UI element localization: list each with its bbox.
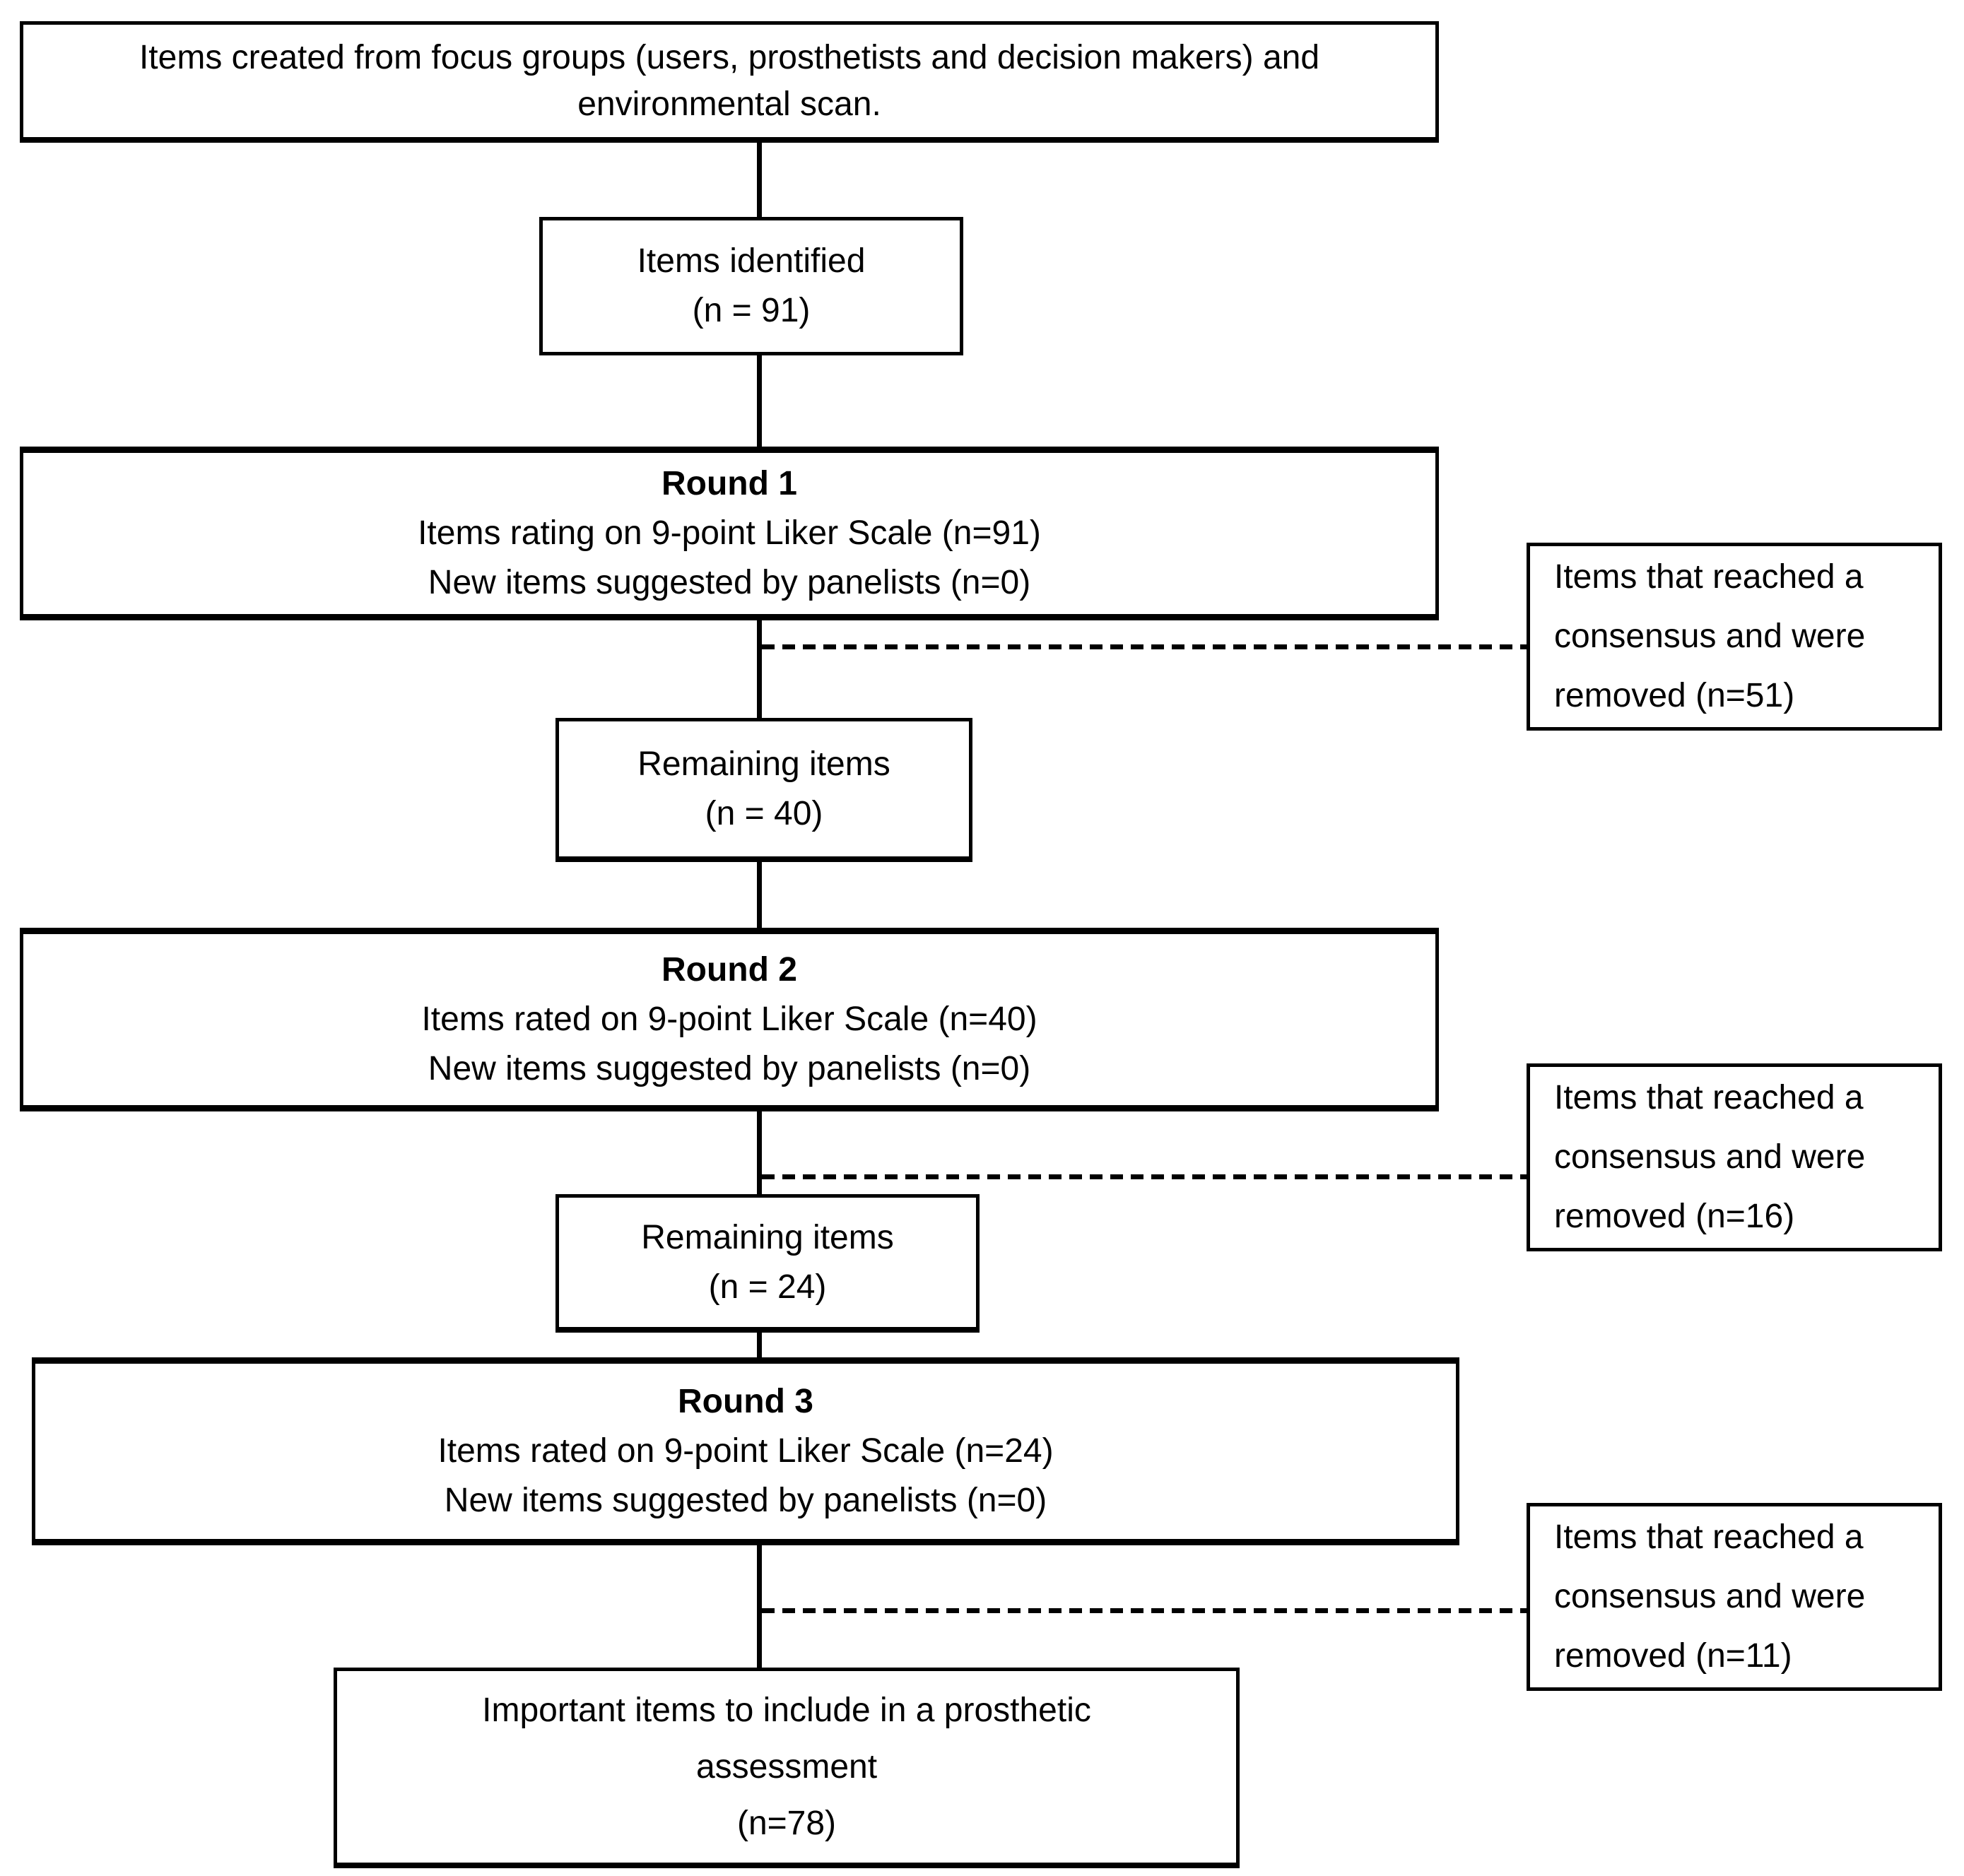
remaining-1-line-1: Remaining items (637, 745, 890, 783)
note-removed-round-2: Items that reached a consensus and were … (1527, 1063, 1942, 1251)
removed-2-line-2: consensus and were (1554, 1138, 1866, 1176)
dashed-connector-round3-removed (762, 1608, 1527, 1613)
round-1-title: Round 1 (661, 465, 797, 502)
box-final-items: Important items to include in a prosthet… (334, 1668, 1240, 1868)
remaining-2-line-2: (n = 24) (708, 1268, 827, 1306)
connector-round3-to-final (757, 1542, 762, 1671)
round-2-line-2: New items suggested by panelists (n=0) (428, 1050, 1031, 1087)
box-remaining-after-round-2: Remaining items (n = 24) (555, 1194, 980, 1333)
dashed-connector-round1-removed (762, 644, 1527, 649)
note-removed-round-3: Items that reached a consensus and were … (1527, 1503, 1942, 1691)
remaining-2-line-1: Remaining items (641, 1218, 894, 1256)
removed-3-line-1: Items that reached a (1554, 1518, 1864, 1556)
box-items-identified: Items identified (n = 91) (539, 217, 963, 355)
removed-2-line-3: removed (n=16) (1554, 1198, 1795, 1235)
connector-identified-to-round1 (757, 353, 762, 452)
removed-1-line-2: consensus and were (1554, 618, 1866, 655)
source-line-1: Items created from focus groups (users, … (139, 38, 1320, 76)
round-2-line-1: Items rated on 9-point Liker Scale (n=40… (421, 1001, 1037, 1038)
removed-1-line-1: Items that reached a (1554, 558, 1864, 596)
round-1-line-1: Items rating on 9-point Liker Scale (n=9… (418, 514, 1041, 552)
final-line-1: Important items to include in a prosthet… (482, 1691, 1091, 1729)
removed-1-line-3: removed (n=51) (1554, 677, 1795, 714)
round-3-line-1: Items rated on 9-point Liker Scale (n=24… (437, 1432, 1054, 1470)
connector-remaining1-to-round2 (757, 859, 762, 933)
final-line-3: (n=78) (736, 1804, 837, 1842)
removed-2-line-1: Items that reached a (1554, 1079, 1864, 1116)
removed-3-line-2: consensus and were (1554, 1578, 1866, 1615)
connector-source-to-identified (757, 140, 762, 220)
connector-round1-to-remaining1 (757, 616, 762, 722)
connector-remaining2-to-round3 (757, 1330, 762, 1362)
round-3-line-2: New items suggested by panelists (n=0) (444, 1482, 1047, 1519)
identified-line-2: (n = 91) (692, 292, 811, 329)
dashed-connector-round2-removed (762, 1174, 1527, 1179)
round-1-line-2: New items suggested by panelists (n=0) (428, 564, 1031, 601)
identified-line-1: Items identified (637, 242, 866, 280)
removed-3-line-3: removed (n=11) (1554, 1637, 1792, 1675)
source-line-2: environmental scan. (577, 85, 881, 123)
box-round-2: Round 2 Items rated on 9-point Liker Sca… (20, 928, 1439, 1111)
round-3-title: Round 3 (678, 1383, 813, 1420)
final-line-2: assessment (695, 1747, 878, 1786)
remaining-1-line-2: (n = 40) (705, 794, 823, 832)
box-remaining-after-round-1: Remaining items (n = 40) (555, 718, 972, 862)
box-round-1: Round 1 Items rating on 9-point Liker Sc… (20, 447, 1439, 620)
box-source-items: Items created from focus groups (users, … (20, 21, 1439, 143)
note-removed-round-1: Items that reached a consensus and were … (1527, 543, 1942, 731)
box-round-3: Round 3 Items rated on 9-point Liker Sca… (32, 1357, 1459, 1545)
round-2-title: Round 2 (661, 951, 797, 989)
connector-round2-to-remaining2 (757, 1109, 762, 1198)
